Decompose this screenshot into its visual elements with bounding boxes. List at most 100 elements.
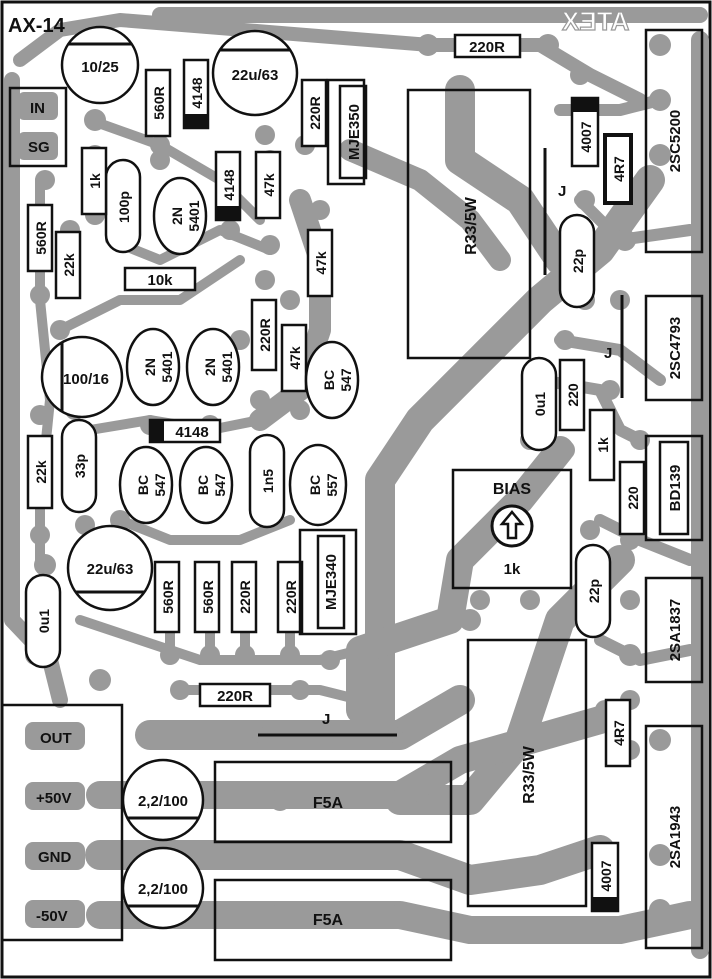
resistor-560r-a: 560R — [144, 68, 172, 138]
out-label: OUT — [40, 730, 72, 747]
cap-22u63-bottom: 22u/63 — [66, 524, 154, 612]
resistor-47k-a: 47k — [254, 150, 282, 220]
svg-text:4148: 4148 — [221, 169, 237, 200]
svg-text:1k: 1k — [87, 173, 103, 189]
gnd-label: GND — [38, 849, 72, 866]
fuse-f5a-top: F5A — [213, 760, 453, 844]
svg-text:560R: 560R — [33, 221, 49, 254]
resistor-47k-b: 47k — [306, 228, 334, 298]
resistor-560r-b: 560R — [26, 203, 54, 273]
resistor-220r-d: 220R — [230, 560, 258, 634]
svg-text:MJE350: MJE350 — [346, 104, 363, 160]
svg-text:4R7: 4R7 — [611, 156, 627, 182]
cap-33p: 33p — [60, 418, 98, 514]
diode-4148-a: 4148 — [182, 58, 210, 130]
svg-text:100/16: 100/16 — [63, 371, 109, 388]
svg-text:560R: 560R — [151, 86, 167, 119]
svg-text:47k: 47k — [287, 346, 303, 370]
output-connector — [0, 703, 124, 942]
resistor-220-f: 220 — [558, 358, 586, 432]
svg-text:J: J — [322, 711, 330, 728]
transistor-mje350: MJE350 — [326, 78, 368, 186]
fuse-f5a-bottom: F5A — [213, 878, 453, 962]
svg-text:F5A: F5A — [313, 795, 344, 812]
svg-text:BC547: BC547 — [321, 368, 354, 392]
svg-text:1k: 1k — [595, 437, 611, 453]
resistor-1k-a: 1k — [80, 146, 108, 216]
cap-1n5: 1n5 — [248, 433, 286, 529]
jumper-j-bottom: J — [258, 711, 397, 737]
resistor-22k-a: 22k — [54, 230, 82, 300]
svg-text:10k: 10k — [147, 272, 173, 289]
svg-text:22k: 22k — [61, 253, 77, 277]
svg-text:R33/5W: R33/5W — [463, 196, 480, 255]
resistor-1k-b: 1k — [588, 408, 616, 482]
svg-text:BIAS: BIAS — [493, 481, 532, 498]
resistor-47k-c: 47k — [280, 323, 308, 393]
svg-text:4007: 4007 — [578, 121, 594, 152]
cap-0u1-left: 0u1 — [24, 573, 62, 669]
diode-4007-a: 4007 — [570, 96, 600, 168]
diode-4007-b: 4007 — [590, 841, 620, 913]
svg-text:220: 220 — [625, 486, 641, 510]
svg-text:BD139: BD139 — [667, 465, 684, 512]
resistor-22k-b: 22k — [26, 434, 54, 510]
svg-text:MJE340: MJE340 — [323, 554, 340, 610]
transistor-mje340: MJE340 — [298, 528, 358, 636]
jumper-j-mid: J — [604, 295, 624, 398]
jumper-j-top: J — [543, 148, 566, 275]
diode-4148-b: 4148 — [214, 150, 242, 222]
svg-text:4148: 4148 — [189, 77, 205, 108]
svg-text:2SC4793: 2SC4793 — [667, 317, 684, 380]
svg-text:F5A: F5A — [313, 912, 344, 929]
resistor-220r-bottom: 220R — [198, 682, 272, 708]
plus50-label: +50V — [36, 790, 71, 807]
diode-4148-c: 4148 — [148, 418, 222, 444]
svg-text:2N5401: 2N5401 — [142, 351, 175, 382]
svg-text:0u1: 0u1 — [36, 609, 52, 633]
input-connector — [8, 86, 68, 168]
transistor-bd139: BD139 — [644, 434, 704, 542]
resistor-220-g: 220 — [618, 460, 646, 536]
transistor-2n5401-c: 2N5401 — [185, 327, 241, 407]
svg-text:4148: 4148 — [175, 424, 208, 441]
cap-2-2-100-b: 2,2/100 — [121, 846, 205, 930]
transistor-2n5401-b: 2N5401 — [125, 327, 181, 407]
svg-text:10/25: 10/25 — [81, 59, 119, 76]
transistor-bc547-a: BC547 — [304, 340, 360, 420]
svg-text:22p: 22p — [570, 249, 586, 273]
in-label: IN — [30, 100, 45, 117]
svg-text:220R: 220R — [217, 688, 253, 705]
atex-logo: ATEX — [561, 6, 629, 36]
cap-10-25: 10/25 — [60, 25, 140, 105]
svg-text:1k: 1k — [504, 561, 521, 578]
resistor-10k: 10k — [123, 266, 197, 292]
svg-text:47k: 47k — [313, 251, 329, 275]
resistor-220r-b: 220R — [300, 78, 328, 148]
svg-text:BC547: BC547 — [195, 473, 228, 497]
svg-text:R33/5W: R33/5W — [521, 745, 538, 804]
transistor-2sa1943: 2SA1943 — [644, 724, 704, 950]
components: AX-14 ATEX IN SG OUT +50V GND -50V 10/25… — [0, 5, 704, 962]
svg-text:220R: 220R — [283, 580, 299, 613]
svg-text:2SA1837: 2SA1837 — [667, 599, 684, 662]
cap-100-16: 100/16 — [40, 335, 124, 419]
cap-22p-top: 22p — [558, 213, 596, 309]
svg-text:2,2/100: 2,2/100 — [138, 881, 188, 898]
resistor-4r7-b: 4R7 — [604, 698, 632, 768]
svg-text:BC547: BC547 — [135, 473, 168, 497]
svg-text:BC557: BC557 — [307, 473, 340, 497]
svg-text:4R7: 4R7 — [611, 720, 627, 746]
resistor-220r-e: 220R — [276, 560, 304, 634]
svg-text:4007: 4007 — [598, 860, 614, 891]
svg-text:22u/63: 22u/63 — [232, 67, 279, 84]
svg-text:J: J — [558, 183, 566, 200]
arrow-up-icon — [499, 510, 525, 540]
resistor-r33-5w-top: R33/5W — [406, 88, 532, 360]
transistor-2n5401-a: 2N5401 — [152, 176, 208, 256]
svg-text:22u/63: 22u/63 — [87, 561, 134, 578]
svg-text:220R: 220R — [469, 39, 505, 56]
transistor-bc557: BC557 — [288, 443, 348, 527]
cap-0u1-right: 0u1 — [520, 356, 558, 452]
